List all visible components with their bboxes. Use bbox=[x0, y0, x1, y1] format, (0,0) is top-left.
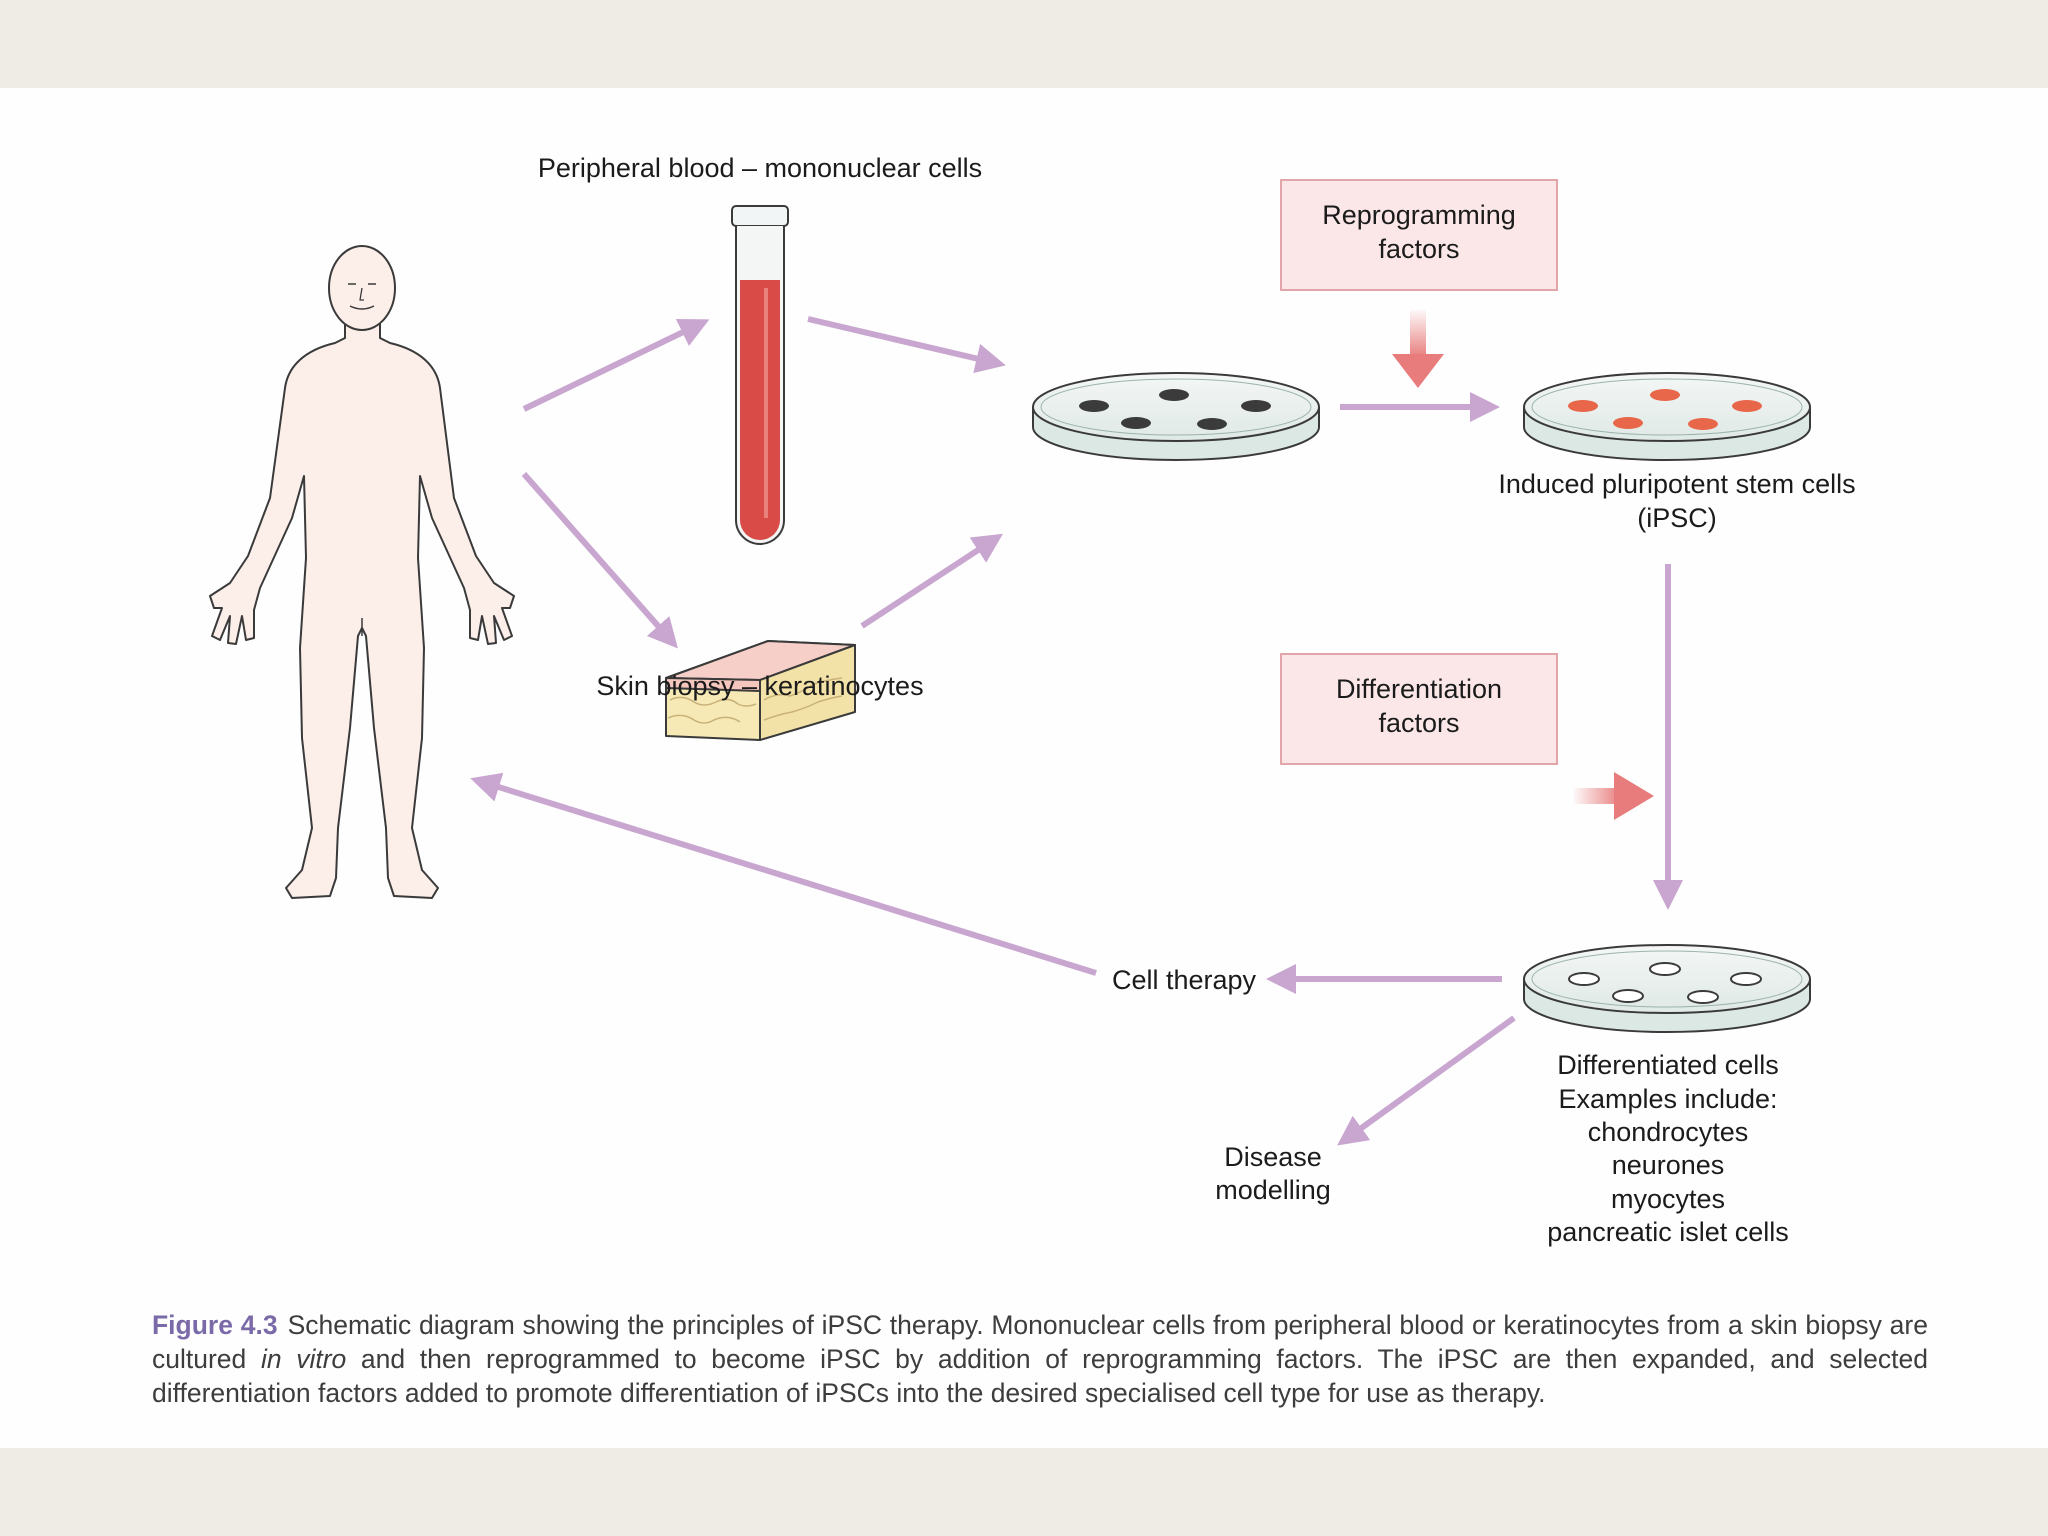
petri-dish-ipsc bbox=[1523, 372, 1811, 461]
figure-page: Reprogramming factors Differentiation fa… bbox=[0, 88, 2048, 1448]
caption-text-part1: Schematic diagram showing the principles… bbox=[152, 1310, 1928, 1374]
cell-therapy-label: Cell therapy bbox=[1112, 965, 1257, 995]
arrow-therapy-to-body bbox=[470, 772, 1097, 976]
differentiated-cells-label: Differentiated cells Examples include: c… bbox=[1547, 1050, 1789, 1247]
reprogramming-factor-arrow bbox=[1392, 310, 1444, 388]
arrow-body-to-skin bbox=[521, 472, 678, 649]
arrow-differentiated-to-modelling bbox=[1337, 1015, 1516, 1146]
caption-text-part2: and then reprogrammed to become iPSC by … bbox=[152, 1344, 1928, 1408]
diff-cells-line: pancreatic islet cells bbox=[1547, 1217, 1789, 1247]
differentiation-box-line1: Differentiation bbox=[1336, 674, 1502, 704]
reprogramming-box-line2: factors bbox=[1378, 234, 1459, 264]
differentiation-box-line2: factors bbox=[1378, 708, 1459, 738]
ipsc-schematic-diagram: Reprogramming factors Differentiation fa… bbox=[209, 153, 1856, 1247]
differentiation-factor-arrow bbox=[1574, 772, 1654, 820]
human-body-icon bbox=[209, 245, 515, 899]
ipsc-label-line2: (iPSC) bbox=[1637, 503, 1717, 533]
diff-cells-line: Differentiated cells bbox=[1557, 1050, 1779, 1080]
peripheral-blood-label: Peripheral blood – mononuclear cells bbox=[538, 153, 982, 183]
test-tube-icon bbox=[731, 205, 789, 545]
skin-biopsy-icon bbox=[665, 640, 856, 741]
arrow-skin-to-dish bbox=[860, 533, 1004, 629]
arrow-blood-to-dish bbox=[807, 316, 1006, 374]
petri-dish-cultured-cells bbox=[1032, 372, 1320, 461]
arrow-body-to-blood bbox=[522, 318, 710, 412]
reprogramming-box-line1: Reprogramming bbox=[1322, 200, 1516, 230]
process-arrows bbox=[470, 316, 1683, 1146]
differentiation-factors-box: Differentiation factors bbox=[1280, 653, 1558, 765]
diff-cells-line: Examples include: bbox=[1558, 1084, 1777, 1114]
disease-modelling-line2: modelling bbox=[1215, 1175, 1331, 1205]
diff-cells-line: myocytes bbox=[1611, 1184, 1725, 1214]
reprogramming-factors-box: Reprogramming factors bbox=[1280, 179, 1558, 291]
caption-italic-term: in vitro bbox=[260, 1344, 347, 1374]
diff-cells-line: neurones bbox=[1612, 1150, 1725, 1180]
skin-biopsy-label: Skin biopsy – keratinocytes bbox=[596, 671, 923, 701]
petri-dish-differentiated bbox=[1523, 944, 1811, 1033]
ipsc-label-line1: Induced pluripotent stem cells bbox=[1498, 469, 1855, 499]
figure-number-label: Figure 4.3 bbox=[152, 1310, 278, 1340]
disease-modelling-line1: Disease bbox=[1224, 1142, 1322, 1172]
diff-cells-line: chondrocytes bbox=[1588, 1117, 1749, 1147]
